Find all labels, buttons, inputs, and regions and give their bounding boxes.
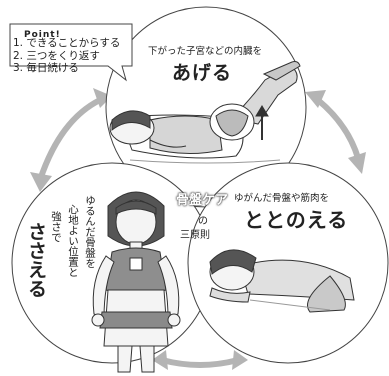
point-item-3: 3. 毎日続ける — [13, 62, 79, 74]
left-illustration — [91, 191, 181, 373]
cycle-arrow-bottom — [159, 357, 241, 368]
point-item-2: 2. 三つをくり返す — [13, 49, 100, 62]
left-line-3: 強さで — [50, 211, 62, 243]
left-line-2: 心地よい位置と — [67, 204, 79, 278]
cycle-arrow-upper-left-head-b — [30, 172, 52, 192]
point-item-1: 1. できることからする — [13, 37, 121, 49]
right-subtitle: ゆがんだ骨盤や筋肉を — [234, 193, 330, 204]
point-tag: Point! — [21, 30, 64, 40]
point-list: 1. できることからする 2. 三つをくり返す 3. 毎日続ける — [13, 37, 120, 75]
cycle-arrow-upper-right — [315, 97, 361, 161]
cycle-arrow-upper-right-head-b — [348, 152, 366, 174]
point-box: Point! — [7, 20, 135, 82]
right-title: ととのえる — [244, 208, 349, 232]
left-title: ささえる — [25, 222, 47, 298]
cycle-arrow-upper-left — [37, 97, 103, 183]
top-title: あげる — [172, 62, 233, 84]
cycle-arrow-bottom-head-a — [152, 350, 168, 370]
cycle-arrow-upper-left-head-a — [93, 88, 112, 108]
top-subtitle: 下がった子宮などの内臓を — [148, 46, 263, 57]
center-particle: の — [198, 216, 208, 227]
cycle-arrow-bottom-head-b — [232, 350, 248, 370]
top-illustration — [109, 61, 301, 164]
left-line-1: ゆるんだ骨盤を — [84, 195, 96, 269]
center-principles: 三原則 — [180, 230, 210, 241]
center-heading: 骨盤ケア — [176, 193, 229, 208]
cycle-arrow-upper-right-head-a — [305, 90, 326, 108]
right-illustration — [209, 249, 355, 313]
